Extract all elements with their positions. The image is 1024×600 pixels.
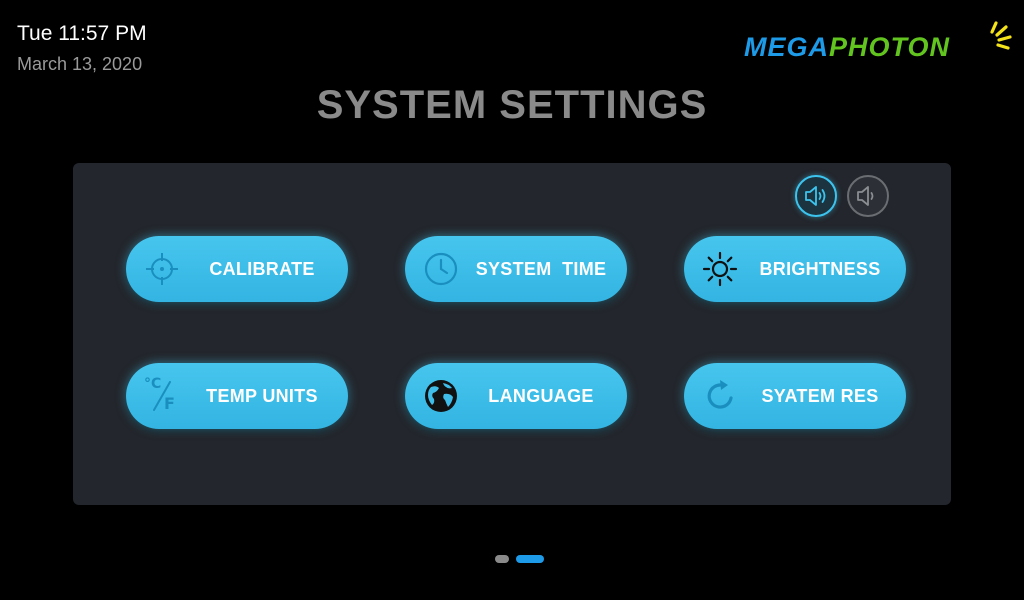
logo-wordmark: MEGAPHOTON	[744, 30, 950, 64]
fahrenheit-glyph: F	[164, 394, 175, 413]
reset-icon	[700, 376, 740, 416]
status-clock: Tue 11:57 PM March 13, 2020	[17, 20, 147, 77]
brightness-label: BRIGHTNESS	[759, 259, 881, 279]
page-dot-1[interactable]	[495, 555, 509, 563]
temperature-units-icon: °C F	[142, 376, 182, 416]
system-reset-label: SYATEM RES	[761, 386, 879, 406]
clock-icon	[421, 249, 461, 289]
calibrate-label: CALIBRATE	[209, 259, 315, 279]
megaphoton-logo: MEGAPHOTON	[744, 18, 1014, 66]
system-time-label: SYSTEM TIME	[475, 259, 607, 279]
brightness-button[interactable]: BRIGHTNESS	[684, 236, 906, 302]
logo-photon: PHOTON	[829, 32, 951, 62]
logo-rays-icon	[990, 21, 1012, 50]
language-button[interactable]: LANGUAGE	[405, 363, 627, 429]
calibrate-button[interactable]: CALIBRATE	[126, 236, 348, 302]
page-dot-2-active[interactable]	[516, 555, 544, 563]
clock-time: Tue 11:57 PM	[17, 22, 147, 45]
crosshair-icon	[142, 249, 182, 289]
sound-on-button[interactable]	[795, 175, 837, 217]
sun-icon	[700, 249, 740, 289]
celsius-glyph: °C	[144, 376, 162, 392]
slash-glyph	[153, 381, 171, 411]
globe-icon	[421, 376, 461, 416]
page-title: SYSTEM SETTINGS	[316, 83, 708, 127]
sound-off-button[interactable]	[847, 175, 889, 217]
temp-units-label: TEMP UNITS	[206, 386, 318, 406]
system-reset-button[interactable]: SYATEM RES	[684, 363, 906, 429]
clock-date: March 13, 2020	[17, 54, 143, 74]
settings-panel: CALIBRATE SYSTEM TIME	[73, 163, 951, 505]
temp-units-button[interactable]: °C F TEMP UNITS	[126, 363, 348, 429]
speaker-off-icon	[857, 186, 874, 206]
system-time-button[interactable]: SYSTEM TIME	[405, 236, 627, 302]
language-label: LANGUAGE	[488, 386, 594, 406]
speaker-on-icon	[805, 186, 826, 206]
logo-mega: MEGA	[744, 32, 829, 62]
